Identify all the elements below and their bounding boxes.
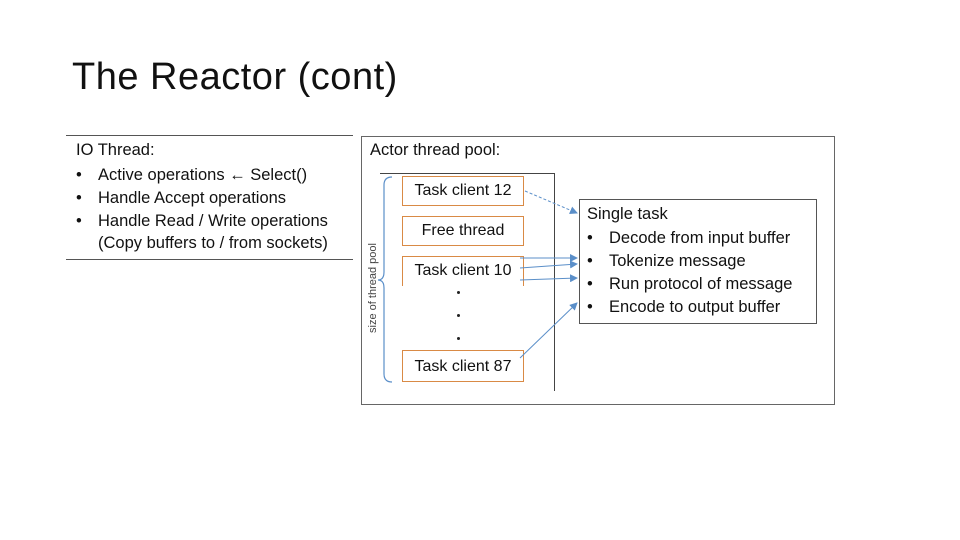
io-thread-heading: IO Thread:: [76, 141, 155, 159]
actor-pool-frame: [361, 136, 835, 405]
single-task-item-label: Run protocol of message: [609, 275, 793, 293]
actor-pool-heading: Actor thread pool:: [370, 141, 501, 159]
single-task-item-label: Tokenize message: [609, 252, 746, 270]
bullet-icon: •: [587, 252, 593, 270]
io-thread-list: • Active operations ← Select() • Handle Ac…: [76, 164, 328, 233]
io-thread-item: • Handle Read / Write operations: [76, 210, 328, 233]
ellipsis-dot: [457, 314, 460, 317]
single-task-box: [579, 199, 817, 324]
arrow-task-87: [519, 302, 578, 359]
single-task-item-label: Encode to output buffer: [609, 298, 781, 316]
task-box: Free thread: [402, 216, 524, 246]
single-task-heading: Single task: [587, 205, 668, 223]
arrow-task-12: [524, 190, 578, 214]
ellipsis-dot: [457, 337, 460, 340]
single-task-list: • Decode from input buffer • Tokenize mess…: [587, 227, 792, 319]
io-thread-continuation: (Copy buffers to / from sockets): [98, 234, 328, 252]
io-panel-bottom-rule: [66, 259, 353, 260]
pool-top-line: [380, 173, 555, 174]
bullet-icon: •: [76, 166, 82, 184]
single-task-item: • Tokenize message: [587, 250, 792, 273]
task-box: Task client 12: [402, 176, 524, 206]
single-task-item: • Decode from input buffer: [587, 227, 792, 250]
bullet-icon: •: [76, 212, 82, 230]
ellipsis-dot: [457, 291, 460, 294]
io-thread-item-label: Handle Accept operations: [98, 189, 287, 207]
slide-title: The Reactor (cont): [72, 56, 398, 98]
arrow-task-10-b: [519, 260, 578, 269]
arrow-task-10-c: [519, 274, 578, 283]
pool-brace: [377, 176, 393, 383]
io-panel-top-rule: [66, 135, 353, 136]
io-thread-item-label: Handle Read / Write operations: [98, 212, 328, 230]
bullet-icon: •: [587, 229, 593, 247]
io-thread-item: • Handle Accept operations: [76, 187, 328, 210]
single-task-item: • Run protocol of message: [587, 273, 792, 296]
single-task-item-label: Decode from input buffer: [609, 229, 791, 247]
task-box: Task client 87: [402, 350, 524, 382]
single-task-item: • Encode to output buffer: [587, 296, 792, 319]
bullet-icon: •: [587, 275, 593, 293]
io-thread-item-label: Active operations ← Select(): [98, 166, 308, 184]
io-thread-item: • Active operations ← Select(): [76, 164, 328, 187]
bullet-icon: •: [587, 298, 593, 316]
bullet-icon: •: [76, 189, 82, 207]
pool-right-line: [554, 173, 555, 391]
task-box: Task client 10: [402, 256, 524, 286]
